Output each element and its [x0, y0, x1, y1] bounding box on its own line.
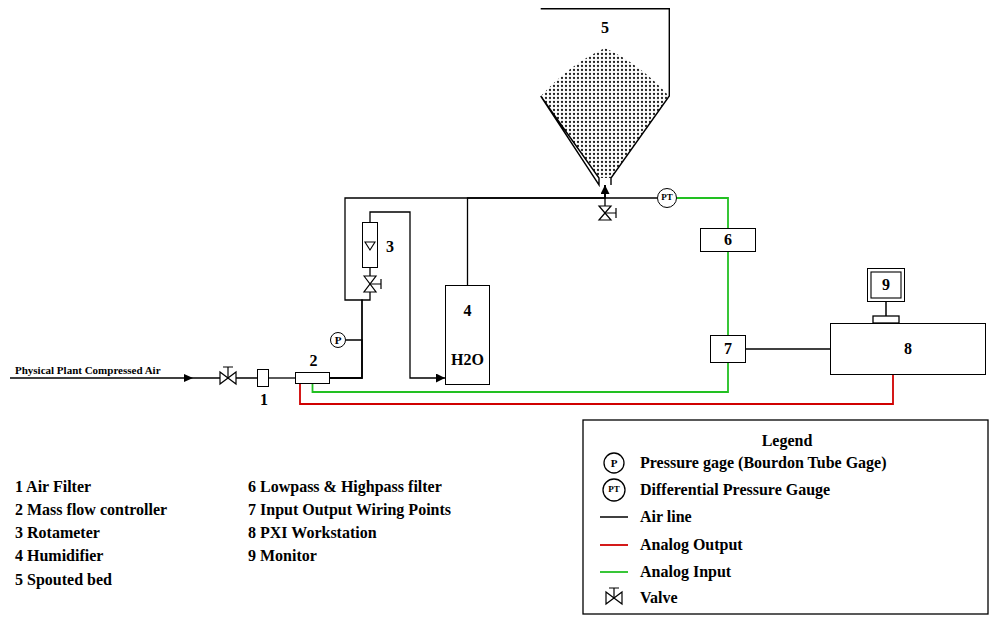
legend-valve-handle: [609, 588, 619, 598]
rotameter: 3: [362, 222, 378, 268]
air-line: [269, 377, 295, 378]
node-text: 8: [904, 340, 912, 358]
valve-handle: [223, 367, 233, 378]
air-filter-box: 1: [257, 369, 269, 387]
monitor: 9: [867, 268, 905, 302]
node-text: PT: [661, 193, 673, 203]
callout-number: 3: [386, 238, 394, 256]
humidifier-box: 4H2O: [445, 285, 490, 385]
filter-box: 6: [700, 228, 756, 252]
legend-line-sample: [600, 544, 628, 546]
pressure-gauge: P: [330, 332, 346, 348]
node-text: 9: [882, 276, 890, 294]
differential-pressure-gauge: PT: [657, 188, 677, 208]
node-text: 6: [724, 231, 732, 249]
node-text: P: [335, 334, 342, 346]
analog-output-wire: [300, 375, 893, 404]
air-line: [468, 185, 606, 285]
legend-symbol-text: P: [611, 457, 618, 469]
air-line: [370, 212, 445, 378]
parts-list-item: 5 Spouted bed: [15, 571, 112, 589]
float-symbol: [362, 222, 378, 268]
float-symbol: [365, 242, 375, 250]
node-text: H2O: [451, 351, 484, 369]
parts-list-item: 1 Air Filter: [15, 478, 91, 496]
legend-title: Legend: [762, 432, 813, 450]
mass-flow-controller: 2: [295, 372, 330, 384]
legend-symbol-text: PT: [608, 485, 620, 495]
parts-list-item: 9 Monitor: [248, 547, 317, 565]
legend-text: Valve: [640, 589, 678, 607]
parts-list-item: 2 Mass flow controller: [15, 501, 167, 519]
parts-list-item: 6 Lowpass & Highpass filter: [248, 478, 442, 496]
legend-gauge-symbol: [603, 479, 625, 501]
valve-handle: [605, 208, 616, 218]
screen-outline: [871, 272, 901, 298]
legend-text: Analog Input: [640, 563, 731, 581]
legend-text: Pressure gage (Bourdon Tube Gage): [640, 454, 887, 472]
parts-list-item: 4 Humidifier: [15, 547, 103, 565]
air-line: [330, 268, 370, 378]
legend-text: Analog Output: [640, 536, 743, 554]
air-line: [746, 348, 830, 349]
node-text: 4: [464, 302, 472, 320]
legend-frame: [583, 420, 988, 614]
legend-line-sample: [600, 571, 628, 573]
parts-list-item: 7 Input Output Wiring Points: [248, 501, 451, 519]
monitor-stand: [885, 302, 887, 316]
spouted-bed: 5: [540, 8, 670, 185]
inlet-label: Physical Plant Compressed Air: [15, 364, 161, 376]
node-text: 7: [724, 340, 732, 358]
legend-line-sample: [600, 516, 628, 518]
bed-outline: [541, 9, 670, 185]
monitor-base: [873, 316, 899, 323]
flow-arrow: [184, 374, 193, 382]
callout-number: 5: [601, 19, 609, 37]
air-line: [605, 185, 657, 198]
parts-list-item: 3 Rotameter: [15, 524, 100, 542]
analog-input-wire: [313, 363, 729, 392]
analog-input-wire: [677, 198, 728, 228]
callout-number: 2: [310, 352, 318, 370]
wiring-box: 7: [710, 335, 746, 363]
analog-input-wire: [727, 252, 729, 335]
particle-bed: [541, 48, 669, 178]
legend-text: Air line: [640, 508, 692, 526]
drain-pipe: [604, 198, 605, 206]
workstation-box: 8: [830, 323, 986, 375]
parts-list-item: 8 PXI Workstation: [248, 524, 377, 542]
legend-gauge-symbol: [604, 453, 624, 473]
callout-number: 1: [260, 391, 268, 409]
legend-text: Differential Pressure Gauge: [640, 481, 830, 499]
valve-handle: [370, 279, 381, 289]
